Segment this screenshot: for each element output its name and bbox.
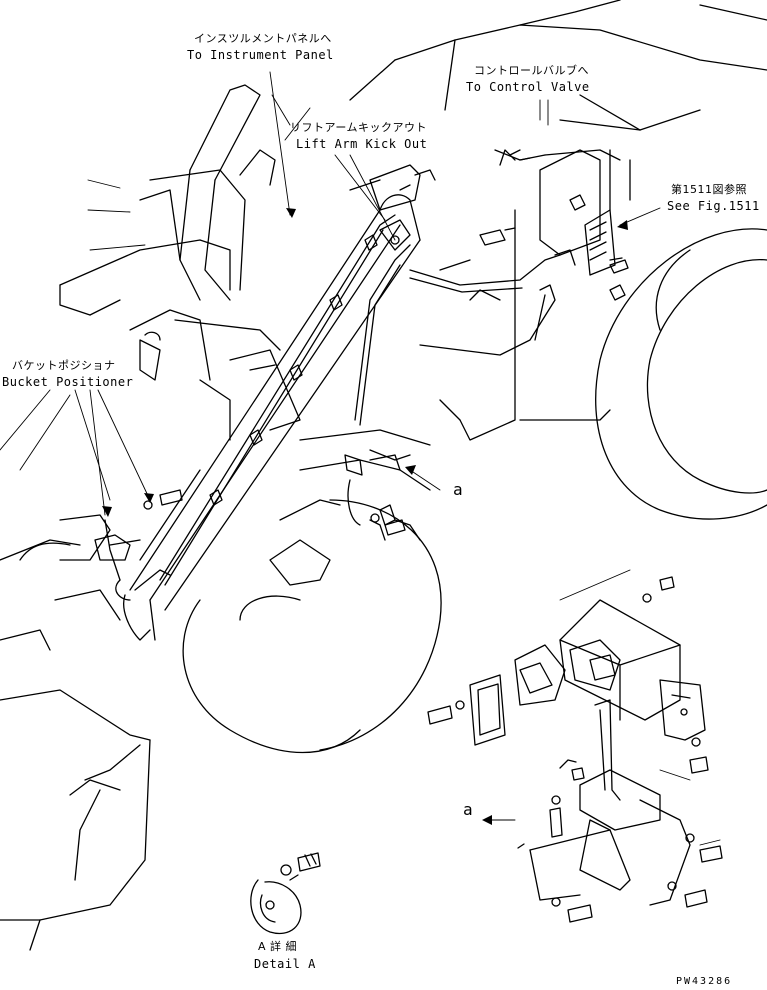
bucket-positioner-label-jp: バケットポジショナ (12, 359, 116, 372)
control-valve-connector (419, 149, 629, 356)
drawing-number: PW43286 (676, 976, 733, 987)
detail-a-label: Detail A (254, 957, 316, 971)
bucket (0, 514, 151, 951)
control-valve-label: To Control Valve (466, 80, 590, 94)
leader-lines (0, 71, 721, 846)
lower-bracket (269, 429, 431, 586)
front-tire (182, 499, 442, 754)
kickout-label-jp: リフトアームキックアウト (290, 121, 428, 134)
instrument-panel-label-jp: インスツルメントパネルへ (194, 32, 332, 45)
fasteners (143, 257, 723, 923)
lift-arm (123, 194, 421, 641)
callout-a-upper: a (453, 480, 464, 499)
see-fig-label: See Fig.1511 (667, 199, 760, 213)
callout-a-lower: a (463, 800, 474, 819)
machine-frame (59, 0, 767, 441)
kickout-switch (369, 164, 561, 293)
see-fig-label-jp: 第1511図参照 (671, 183, 747, 196)
bucket-positioner (94, 519, 171, 601)
detail-a-label-jp: A 詳 細 (258, 940, 298, 953)
instrument-panel-label: To Instrument Panel (187, 48, 334, 62)
bucket-positioner-label: Bucket Positioner (2, 375, 134, 389)
rear-tire (595, 228, 767, 520)
arrow-heads (102, 208, 628, 825)
work-lamp-assembly (469, 599, 706, 906)
horn-detail (250, 852, 321, 935)
kickout-label: Lift Arm Kick Out (296, 137, 428, 151)
wiring-harness (159, 214, 411, 586)
control-valve-label-jp: コントロールバルブへ (474, 64, 589, 77)
boom-tower (129, 84, 301, 441)
